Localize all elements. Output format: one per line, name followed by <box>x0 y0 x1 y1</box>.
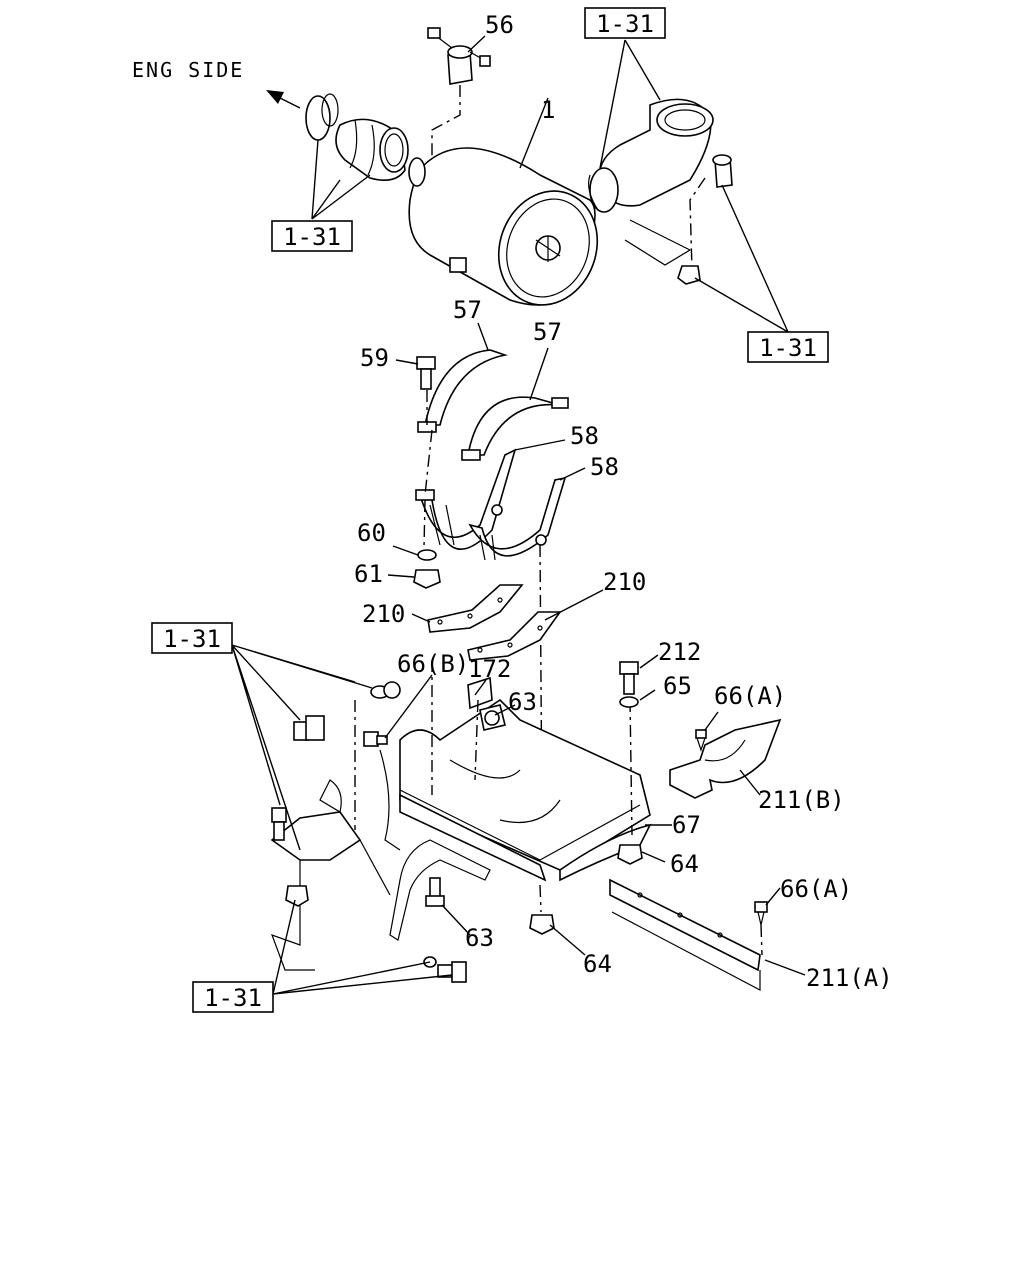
base-frame <box>363 654 672 956</box>
bolt-66b <box>363 731 388 747</box>
callout-172: 172 <box>468 655 511 683</box>
bolt-59 <box>416 356 436 425</box>
screw-66a1 <box>695 729 707 752</box>
callout-65: 65 <box>663 672 692 700</box>
callout-58a: 58 <box>570 422 599 450</box>
plates-211 <box>609 711 806 991</box>
callout-67: 67 <box>672 811 701 839</box>
bolt-63b <box>425 877 445 907</box>
ref-box-mid-left: 1-31 <box>151 622 233 654</box>
ref-box-bottom-left: 1-31 <box>192 981 274 1013</box>
outlet-hose <box>305 93 409 181</box>
eng-side-indicator: ENG SIDE <box>132 58 301 109</box>
bolt-left-mid <box>271 807 287 841</box>
nut-64a <box>617 844 643 865</box>
air-cleaner-assembly <box>305 27 789 333</box>
callout-63a: 63 <box>508 688 537 716</box>
callout-57a: 57 <box>453 296 482 324</box>
callout-66a1: 66(A) <box>714 682 786 710</box>
callout-61: 61 <box>354 560 383 588</box>
bolt-left-top <box>293 715 325 741</box>
callout-60: 60 <box>357 519 386 547</box>
screw-66a2 <box>754 901 768 926</box>
svg-text:1-31: 1-31 <box>204 984 262 1012</box>
callout-58b: 58 <box>590 453 619 481</box>
eng-side-label: ENG SIDE <box>132 58 244 82</box>
bolt-212 <box>619 661 639 695</box>
washer-60 <box>417 549 437 561</box>
callout-211a: 211(A) <box>806 964 893 992</box>
callout-57b: 57 <box>533 318 562 346</box>
ref-box-upper-left: 1-31 <box>271 220 353 252</box>
callout-66a2: 66(A) <box>780 875 852 903</box>
svg-text:1-31: 1-31 <box>163 625 221 653</box>
plates-210 <box>411 584 604 661</box>
callout-56: 56 <box>485 11 514 39</box>
callout-210a: 210 <box>362 600 405 628</box>
callout-labels: 56 1 57 57 59 58 58 60 61 210 210 212 66… <box>354 11 893 992</box>
ref-box-upper-right: 1-31 <box>747 331 829 363</box>
callout-66b: 66(B) <box>397 650 469 678</box>
callout-64b: 64 <box>583 950 612 978</box>
callout-211b: 211(B) <box>758 786 845 814</box>
ref-box-top-right: 1-31 <box>584 7 666 39</box>
callout-212: 212 <box>658 638 701 666</box>
eng-side-arrow-icon <box>266 90 301 109</box>
bolt-left-bottom <box>423 956 467 983</box>
valve-56 <box>427 27 491 160</box>
nut-61 <box>413 569 441 589</box>
svg-text:1-31: 1-31 <box>596 10 654 38</box>
nut-left <box>285 885 309 907</box>
callout-1: 1 <box>541 96 555 124</box>
svg-text:1-31: 1-31 <box>759 334 817 362</box>
nut-64b <box>529 914 555 935</box>
inlet-elbow <box>588 98 733 285</box>
callout-59: 59 <box>360 344 389 372</box>
svg-text:1-31: 1-31 <box>283 223 341 251</box>
callout-64a: 64 <box>670 850 699 878</box>
callout-210b: 210 <box>603 568 646 596</box>
left-bracket <box>231 644 491 995</box>
washer-65 <box>619 696 639 708</box>
callout-63b: 63 <box>465 924 494 952</box>
